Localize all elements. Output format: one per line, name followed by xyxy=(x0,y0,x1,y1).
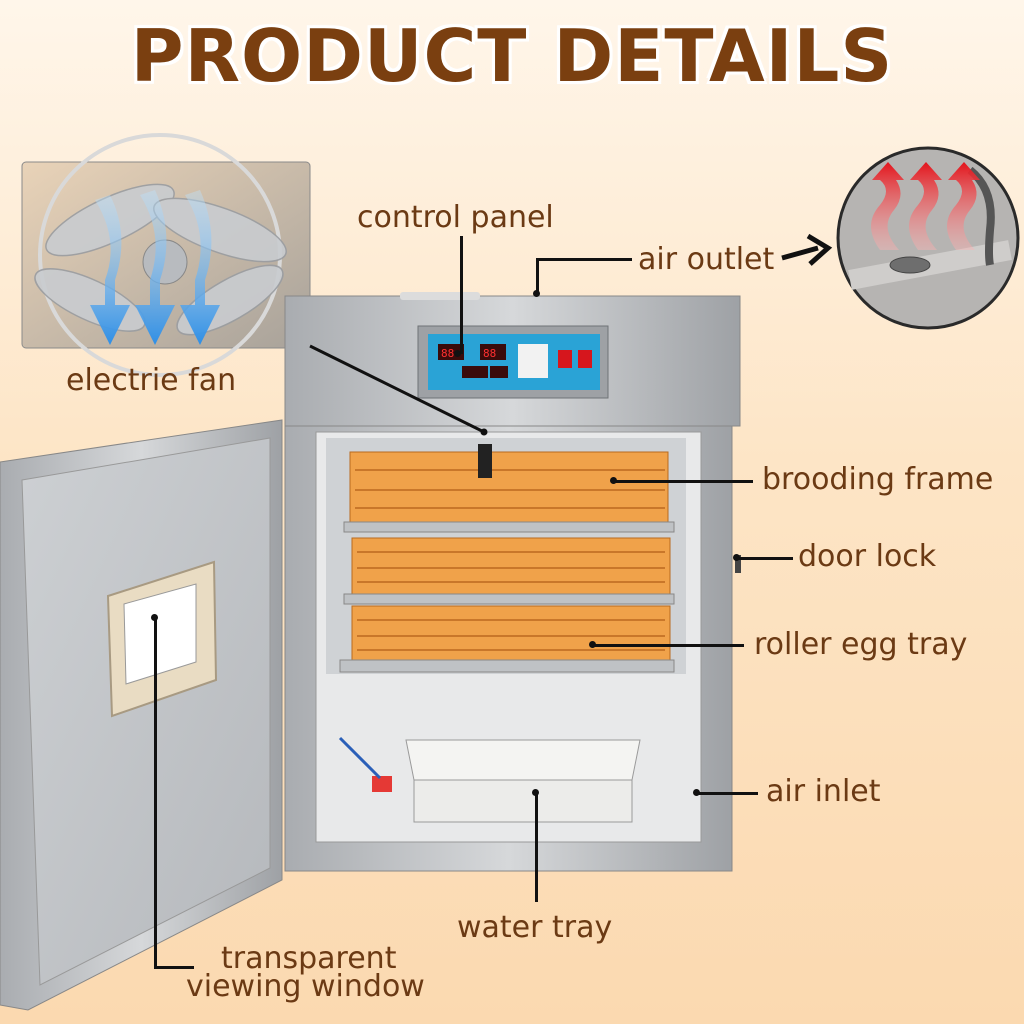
label-air-inlet: air inlet xyxy=(766,774,881,809)
svg-text:88: 88 xyxy=(441,347,454,360)
label-roller-egg-tray: roller egg tray xyxy=(754,627,968,662)
svg-text:88: 88 xyxy=(483,347,496,360)
incubator-cabinet: 88 88 xyxy=(284,292,741,872)
label-water-tray: water tray xyxy=(457,910,613,945)
incubator-door xyxy=(0,419,283,1011)
water-tray xyxy=(338,736,641,823)
label-control-panel: control panel xyxy=(357,200,554,235)
label-door-lock: door lock xyxy=(798,539,937,574)
label-air-outlet: air outlet xyxy=(638,242,775,277)
page-title: PRODUCT DETAILS xyxy=(130,14,894,98)
label-viewing-window-line1: transparent xyxy=(221,941,397,976)
air-outlet-inset xyxy=(836,146,1020,330)
electric-fan-inset xyxy=(21,133,311,377)
label-viewing-window-line2: viewing window xyxy=(186,969,425,1004)
label-electric-fan: electrie fan xyxy=(66,363,237,398)
egg-trays xyxy=(339,451,675,673)
label-brooding-frame: brooding frame xyxy=(762,462,994,497)
